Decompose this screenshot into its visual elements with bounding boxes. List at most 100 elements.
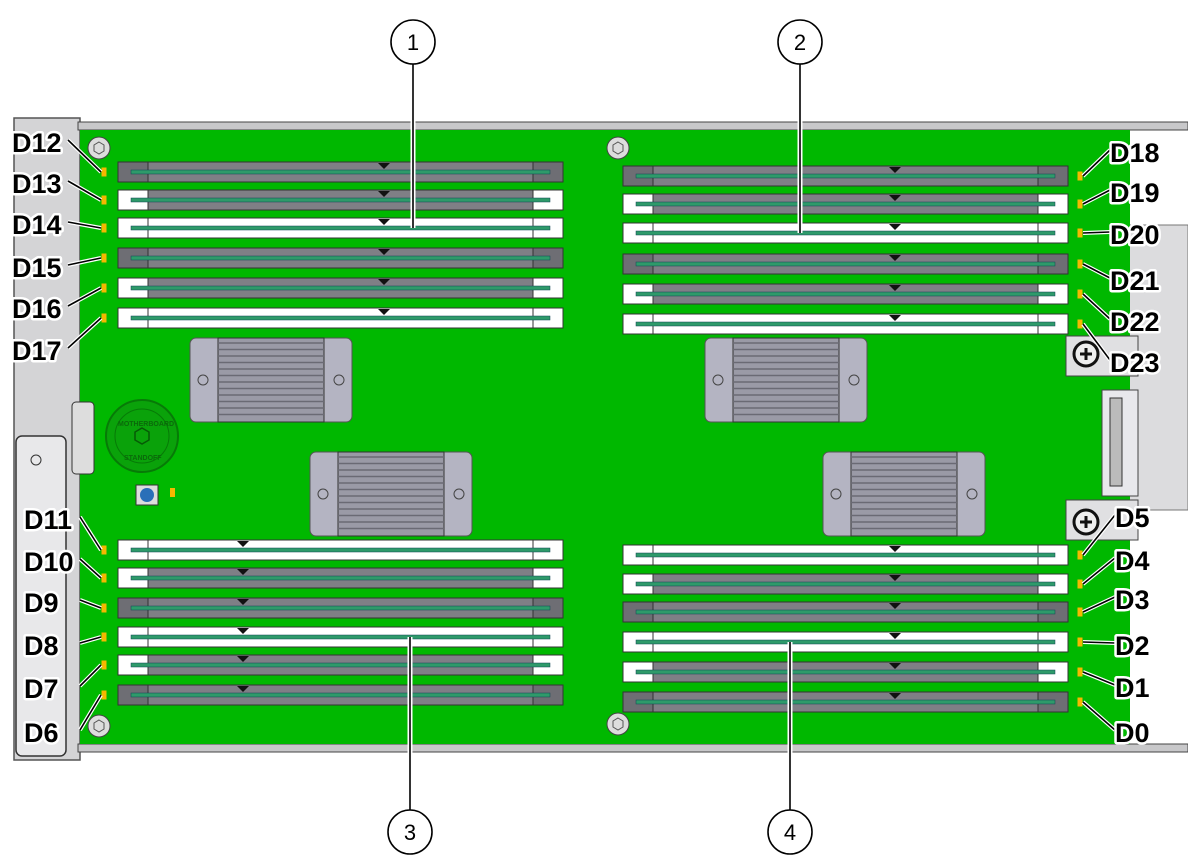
dimm-slot-d3[interactable] [622,601,1083,623]
slot-label-d9: D9 [24,588,59,618]
callout-2: 2 [777,19,823,233]
callout-3: 3 [387,637,433,855]
key-notch-icon [889,224,901,230]
key-notch-icon [889,663,901,669]
dimm-fault-led [1077,607,1083,617]
dimm-fault-led [101,660,107,670]
dimm-slot-d9[interactable] [101,597,564,619]
key-notch-icon [378,191,390,197]
dimm-fault-led [1077,550,1083,560]
dimm-fault-led [1077,697,1083,707]
dimm-slot-d23[interactable] [622,313,1083,335]
chassis-latch [15,435,67,757]
key-notch-icon [378,309,390,315]
key-notch-icon [889,633,901,639]
cpu-heatsink [822,451,986,537]
slot-label-d15: D15 [12,253,62,283]
dimm-slot-d17[interactable] [101,307,564,329]
dimm-slot-d20[interactable] [622,222,1083,244]
key-notch-icon [237,599,249,605]
slot-label-d23: D23 [1110,348,1160,378]
slot-label-d7: D7 [24,674,59,704]
status-led [170,488,175,497]
leader-line [67,287,102,307]
callout-number: 3 [404,820,416,845]
leader-line [79,599,102,609]
key-notch-icon [889,255,901,261]
dimm-slot-d1[interactable] [622,661,1083,683]
key-notch-icon [237,628,249,634]
leader-line [1082,293,1111,320]
key-notch-icon [237,541,249,547]
dimm-slot-d6[interactable] [101,684,564,706]
slot-label-d10: D10 [24,547,74,577]
dimm-slot-d5[interactable] [622,544,1083,566]
dimm-slot-d8[interactable] [101,626,564,648]
key-notch-icon [889,195,901,201]
dimm-slot-d4[interactable] [622,573,1083,595]
leader-line [1082,514,1116,556]
dimm-fault-led [1077,289,1083,299]
chassis-top-edge [77,121,1188,131]
dimm-slot-d0[interactable] [622,691,1083,713]
mounting-screw-icon [606,136,630,160]
slot-label-d16: D16 [12,294,62,324]
leader-line [79,636,102,644]
callout-1: 1 [390,19,436,228]
dimm-slot-d22[interactable] [622,283,1083,305]
dimm-slot-d21[interactable] [622,253,1083,275]
dimm-fault-led [1077,171,1083,181]
slot-label-d3: D3 [1115,585,1150,615]
slot-label-d14: D14 [12,210,62,240]
dimm-fault-led [1077,637,1083,647]
leader-line [1082,701,1116,731]
key-notch-icon [889,575,901,581]
slot-label-d22: D22 [1110,307,1160,337]
key-notch-icon [378,279,390,285]
dimm-slot-d10[interactable] [101,567,564,589]
dimm-slot-d16[interactable] [101,277,564,299]
key-notch-icon [237,686,249,692]
leader-line [67,257,102,266]
dimm-fault-led [101,603,107,613]
slot-label-d20: D20 [1110,220,1160,250]
slot-label-d5: D5 [1115,503,1150,533]
key-notch-icon [237,656,249,662]
mounting-screw-icon [606,712,630,736]
dimm-slot-d15[interactable] [101,247,564,269]
slot-label-d2: D2 [1115,631,1150,661]
dimm-slot-d7[interactable] [101,654,564,676]
connector-bracket-top [1065,335,1139,377]
dimm-slot-d14[interactable] [101,217,564,239]
slot-label-d0: D0 [1115,718,1150,748]
dimm-slot-d13[interactable] [101,189,564,211]
mounting-screw-icon [87,136,111,160]
dimm-fault-led [101,283,107,293]
dimm-fault-led [1077,579,1083,589]
leader-line [1082,671,1116,686]
dimm-fault-led [1077,667,1083,677]
dimm-slot-d11[interactable] [101,539,564,561]
leader-line [79,558,102,579]
chassis-bottom-edge [77,743,1188,753]
slot-label-d1: D1 [1115,673,1150,703]
callout-number: 1 [407,30,419,55]
dimm-slot-d19[interactable] [622,193,1083,215]
dimm-slot-d12[interactable] [101,161,564,183]
dimm-fault-led [101,253,107,263]
callout-4: 4 [767,642,813,855]
key-notch-icon [889,315,901,321]
leader-line [1082,641,1116,644]
dimm-slot-d18[interactable] [622,165,1083,187]
slot-label-d6: D6 [24,718,59,748]
dimm-slot-d2[interactable] [622,631,1083,653]
callout-circle [390,19,436,65]
dimm-fault-led [1077,259,1083,269]
standoff-text-bottom: STANDOFF [124,455,162,462]
dimm-fault-led [101,167,107,177]
key-notch-icon [889,603,901,609]
leader-line [1082,149,1111,177]
leader-line [67,317,102,349]
slot-label-d12: D12 [12,128,62,158]
